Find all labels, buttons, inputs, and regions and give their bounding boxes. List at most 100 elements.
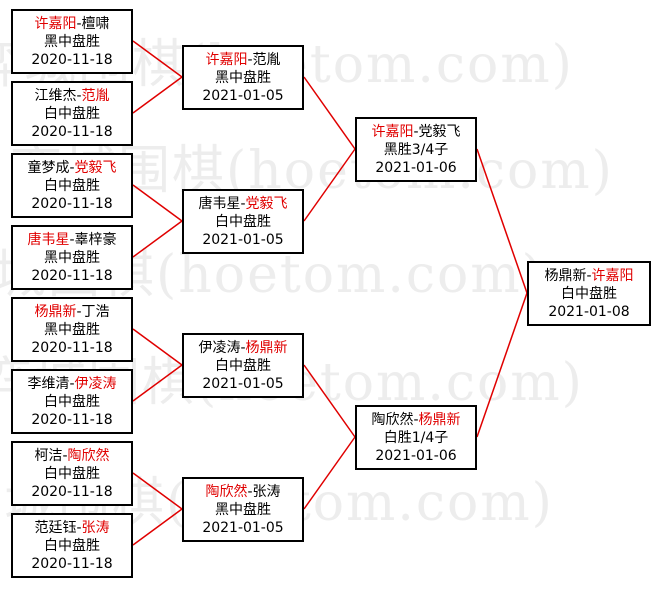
match-players: 童梦成-党毅飞 — [27, 159, 117, 176]
match-players: 范廷钰-张涛 — [34, 519, 110, 536]
match-box-r1-1[interactable]: 许嘉阳-檀啸 黑中盘胜 2020-11-18 — [11, 9, 133, 74]
match-date: 2021-01-05 — [202, 375, 284, 392]
match-date: 2020-11-18 — [31, 51, 113, 68]
bracket-connector — [132, 364, 183, 402]
player-one: 陶欣然 — [371, 411, 414, 428]
player-one: 杨鼎新 — [34, 303, 77, 320]
match-players: 许嘉阳-檀啸 — [34, 15, 110, 32]
player-two: 张涛 — [252, 483, 281, 500]
match-date: 2021-01-05 — [202, 519, 284, 536]
match-players: 唐韦星-辜梓豪 — [27, 231, 117, 248]
match-date: 2020-11-18 — [31, 123, 113, 140]
match-players: 杨鼎新-许嘉阳 — [544, 267, 634, 284]
match-date: 2020-11-18 — [31, 411, 113, 428]
match-date: 2021-01-06 — [375, 159, 457, 176]
bracket-connector — [132, 76, 183, 114]
bracket-connector — [303, 436, 356, 510]
bracket-connector — [476, 148, 528, 294]
player-one: 许嘉阳 — [34, 15, 77, 32]
player-two: 党毅飞 — [418, 123, 461, 140]
player-two: 范胤 — [81, 87, 110, 104]
player-two: 许嘉阳 — [591, 267, 634, 284]
bracket-connector — [132, 328, 183, 366]
bracket-connector — [476, 292, 528, 438]
player-two: 张涛 — [81, 519, 110, 536]
player-one: 许嘉阳 — [371, 123, 414, 140]
match-date: 2021-01-06 — [375, 447, 457, 464]
player-two: 丁浩 — [81, 303, 110, 320]
player-one: 童梦成 — [27, 159, 70, 176]
player-two: 党毅飞 — [245, 195, 288, 212]
match-result: 白胜1/4子 — [383, 429, 449, 446]
match-result: 黑中盘胜 — [215, 69, 271, 86]
match-result: 白中盘胜 — [44, 393, 100, 410]
bracket-connector — [303, 76, 356, 150]
match-result: 白中盘胜 — [44, 105, 100, 122]
player-one: 唐韦星 — [198, 195, 241, 212]
match-players: 陶欣然-张涛 — [205, 483, 281, 500]
match-date: 2020-11-18 — [31, 267, 113, 284]
match-box-r3-2[interactable]: 陶欣然-杨鼎新 白胜1/4子 2021-01-06 — [355, 405, 477, 470]
match-players: 江维杰-范胤 — [34, 87, 110, 104]
match-date: 2021-01-08 — [548, 303, 630, 320]
player-two: 辜梓豪 — [74, 231, 117, 248]
match-box-r3-1[interactable]: 许嘉阳-党毅飞 黑胜3/4子 2021-01-06 — [355, 117, 477, 182]
match-box-r1-5[interactable]: 杨鼎新-丁浩 黑中盘胜 2020-11-18 — [11, 297, 133, 362]
player-one: 伊凌涛 — [198, 339, 241, 356]
match-result: 黑胜3/4子 — [383, 141, 449, 158]
player-one: 范廷钰 — [34, 519, 77, 536]
match-result: 黑中盘胜 — [215, 501, 271, 518]
match-date: 2020-11-18 — [31, 195, 113, 212]
match-result: 黑中盘胜 — [44, 249, 100, 266]
match-date: 2021-01-05 — [202, 87, 284, 104]
match-box-r2-2[interactable]: 唐韦星-党毅飞 白中盘胜 2021-01-05 — [182, 189, 304, 254]
match-box-r1-6[interactable]: 李维清-伊凌涛 白中盘胜 2020-11-18 — [11, 369, 133, 434]
bracket-connector — [132, 472, 183, 510]
match-box-r1-3[interactable]: 童梦成-党毅飞 白中盘胜 2020-11-18 — [11, 153, 133, 218]
match-date: 2021-01-05 — [202, 231, 284, 248]
match-box-r1-4[interactable]: 唐韦星-辜梓豪 黑中盘胜 2020-11-18 — [11, 225, 133, 290]
player-one: 陶欣然 — [205, 483, 248, 500]
match-box-r1-8[interactable]: 范廷钰-张涛 白中盘胜 2020-11-18 — [11, 513, 133, 578]
match-players: 柯洁-陶欣然 — [34, 447, 110, 464]
match-players: 许嘉阳-范胤 — [205, 51, 281, 68]
player-two: 杨鼎新 — [245, 339, 288, 356]
player-two: 杨鼎新 — [418, 411, 461, 428]
match-result: 白中盘胜 — [561, 285, 617, 302]
match-result: 白中盘胜 — [44, 537, 100, 554]
bracket-connector — [303, 364, 356, 438]
bracket-connector — [132, 40, 183, 78]
player-one: 杨鼎新 — [544, 267, 587, 284]
player-one: 李维清 — [27, 375, 70, 392]
match-box-r1-2[interactable]: 江维杰-范胤 白中盘胜 2020-11-18 — [11, 81, 133, 146]
match-box-r1-7[interactable]: 柯洁-陶欣然 白中盘胜 2020-11-18 — [11, 441, 133, 506]
match-box-final[interactable]: 杨鼎新-许嘉阳 白中盘胜 2021-01-08 — [527, 261, 651, 326]
match-date: 2020-11-18 — [31, 339, 113, 356]
match-box-r2-3[interactable]: 伊凌涛-杨鼎新 白中盘胜 2021-01-05 — [182, 333, 304, 398]
match-result: 黑中盘胜 — [44, 321, 100, 338]
player-one: 柯洁 — [34, 447, 63, 464]
player-two: 党毅飞 — [74, 159, 117, 176]
match-box-r2-4[interactable]: 陶欣然-张涛 黑中盘胜 2021-01-05 — [182, 477, 304, 542]
match-box-r2-1[interactable]: 许嘉阳-范胤 黑中盘胜 2021-01-05 — [182, 45, 304, 110]
match-players: 李维清-伊凌涛 — [27, 375, 117, 392]
match-date: 2020-11-18 — [31, 555, 113, 572]
match-result: 白中盘胜 — [215, 357, 271, 374]
player-one: 江维杰 — [34, 87, 77, 104]
match-result: 白中盘胜 — [44, 177, 100, 194]
player-two: 范胤 — [252, 51, 281, 68]
bracket-connector — [303, 148, 356, 222]
match-result: 白中盘胜 — [44, 465, 100, 482]
match-players: 唐韦星-党毅飞 — [198, 195, 288, 212]
match-players: 许嘉阳-党毅飞 — [371, 123, 461, 140]
player-one: 许嘉阳 — [205, 51, 248, 68]
player-two: 檀啸 — [81, 15, 110, 32]
bracket-connector — [132, 508, 183, 546]
player-two: 陶欣然 — [67, 447, 110, 464]
match-players: 伊凌涛-杨鼎新 — [198, 339, 288, 356]
player-two: 伊凌涛 — [74, 375, 117, 392]
match-result: 白中盘胜 — [215, 213, 271, 230]
match-result: 黑中盘胜 — [44, 33, 100, 50]
bracket-connector — [132, 184, 183, 222]
